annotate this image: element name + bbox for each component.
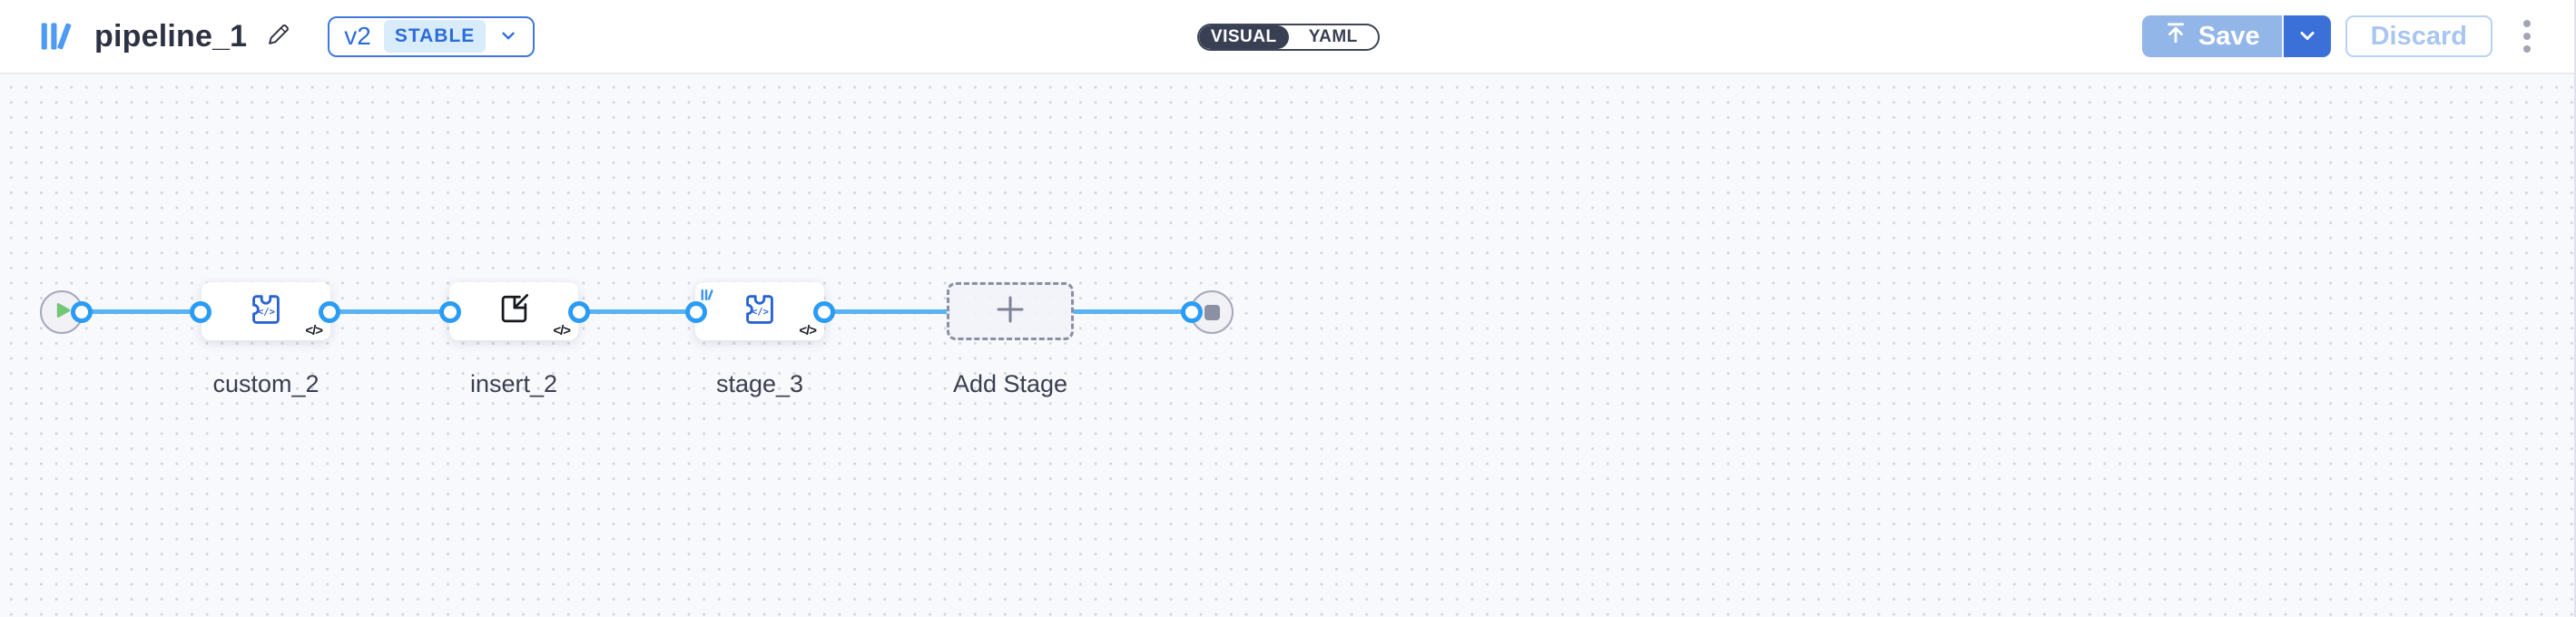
edge-stage3-addstage — [821, 309, 950, 314]
version-label: v2 — [344, 22, 371, 50]
port-custom2-in[interactable] — [190, 301, 211, 323]
pencil-icon — [265, 22, 291, 51]
code-badge: </> — [799, 323, 817, 338]
kebab-menu-button[interactable] — [2520, 16, 2534, 56]
stage-label-insert-2: insert_2 — [469, 370, 558, 397]
port-stage3-in[interactable] — [685, 301, 707, 323]
stage-label-stage-3: stage_3 — [715, 370, 804, 397]
port-insert2-in[interactable] — [439, 301, 461, 323]
chevron-down-icon — [2296, 24, 2318, 49]
save-options-caret[interactable] — [2281, 15, 2331, 57]
chevron-down-icon — [498, 25, 518, 48]
add-stage-button[interactable] — [947, 282, 1074, 340]
save-button-label: Save — [2197, 21, 2260, 51]
tab-visual[interactable]: VISUAL — [1199, 25, 1289, 49]
stop-icon — [1204, 304, 1220, 320]
editor-mode-toggle: VISUAL YAML — [1197, 24, 1380, 51]
pipeline-title: pipeline_1 — [94, 18, 248, 54]
stage-node-insert-2[interactable]: </> — [449, 282, 578, 340]
edge-custom2-insert2 — [329, 309, 452, 314]
svg-text:</>: </> — [258, 307, 275, 318]
upload-arrow-icon — [2164, 21, 2188, 52]
version-status-badge: STABLE — [383, 20, 487, 53]
app-logo-icon — [40, 22, 74, 51]
header-toolbar: pipeline_1 v2 STABLE VISUAL YAML — [0, 0, 2574, 74]
custom-gem-code-icon: </> — [739, 289, 781, 335]
port-stage3-out[interactable] — [813, 301, 835, 323]
save-button[interactable]: Save — [2141, 15, 2282, 57]
custom-gem-code-icon: </> — [245, 289, 287, 335]
edge-insert2-stage3 — [578, 309, 698, 314]
edge-addstage-end — [1071, 309, 1195, 314]
code-badge: </> — [553, 323, 571, 338]
port-end-in[interactable] — [1181, 301, 1203, 323]
pipeline-canvas[interactable]: </> </> </> — [0, 74, 2574, 617]
version-selector[interactable]: v2 STABLE — [328, 15, 536, 57]
library-bars-icon — [701, 288, 714, 307]
stage-node-custom-2[interactable]: </> </> — [202, 282, 330, 340]
save-split-button: Save — [2141, 15, 2331, 57]
stage-label-custom-2: custom_2 — [212, 370, 320, 397]
insert-import-icon — [494, 289, 534, 334]
port-custom2-out[interactable] — [319, 301, 340, 323]
edit-title-button[interactable] — [265, 22, 291, 51]
code-badge: </> — [305, 323, 323, 338]
plus-icon — [993, 292, 1027, 331]
tab-yaml[interactable]: YAML — [1289, 25, 1379, 49]
discard-button[interactable]: Discard — [2345, 15, 2492, 57]
svg-text:</>: </> — [752, 307, 769, 318]
port-insert2-out[interactable] — [568, 301, 590, 323]
add-stage-label: Add Stage — [952, 370, 1068, 397]
port-start-out[interactable] — [71, 301, 93, 323]
header-actions: Save Discard — [2141, 15, 2534, 57]
stage-node-stage-3[interactable]: </> </> — [695, 282, 824, 340]
play-icon — [54, 301, 73, 324]
edge-start-custom2 — [80, 309, 203, 314]
